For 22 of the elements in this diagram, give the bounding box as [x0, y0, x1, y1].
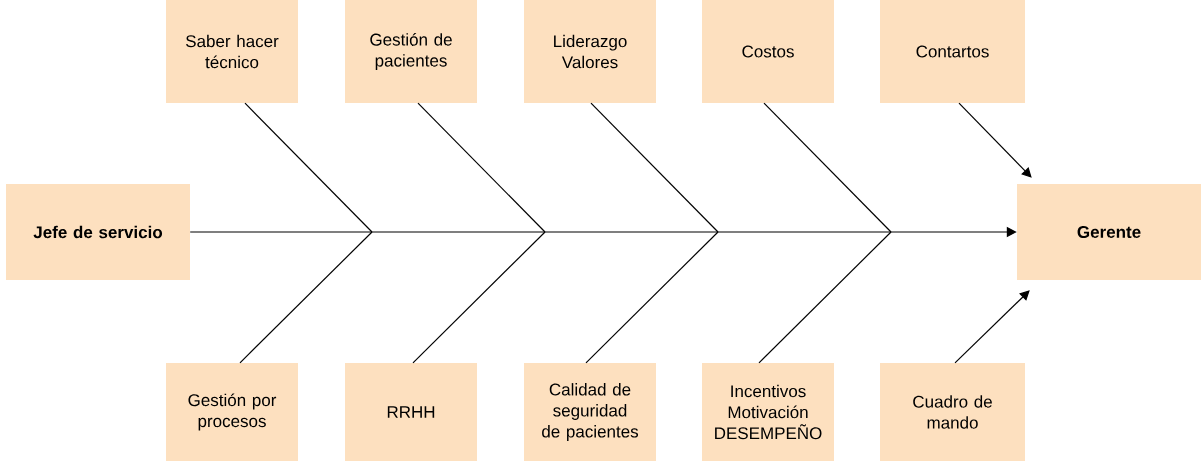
category-box: Gestión de pacientes: [345, 0, 477, 103]
title-box: Jefe de servicio: [6, 184, 190, 280]
branch-line: [585, 231, 719, 364]
category-box: Incentivos Motivación DESEMPEÑO: [702, 363, 834, 461]
arrow: [954, 290, 1030, 364]
branch-line: [763, 102, 892, 233]
category-box: Contartos: [880, 0, 1025, 103]
title-box: Gerente: [1017, 184, 1201, 280]
category-box: Gestión por procesos: [166, 363, 298, 461]
category-box: RRHH: [345, 363, 477, 461]
branch-line: [239, 231, 373, 364]
branch-line: [244, 102, 373, 233]
branch-line: [412, 231, 546, 364]
arrow: [958, 102, 1032, 178]
category-box: Liderazgo Valores: [524, 0, 656, 103]
category-box: Cuadro de mando: [880, 363, 1025, 461]
branch-line: [417, 102, 546, 233]
category-box: Calidad de seguridad de pacientes: [524, 363, 656, 461]
branch-line: [758, 231, 892, 364]
branch-line: [590, 102, 719, 233]
category-box: Costos: [702, 0, 834, 103]
category-box: Saber hacer técnico: [166, 0, 298, 103]
